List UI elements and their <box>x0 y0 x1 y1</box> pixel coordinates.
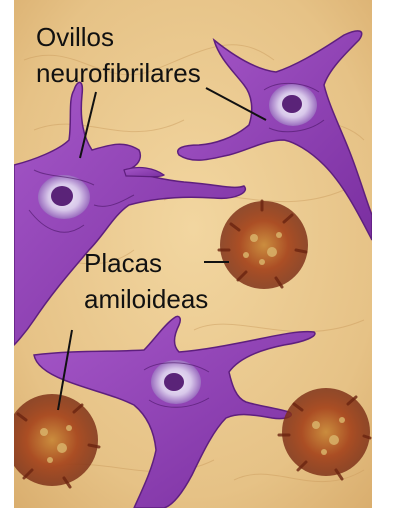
alzheimer-illustration: Ovillos neurofibrilares Placas amiloidea… <box>14 0 372 508</box>
label-tangles-line2: neurofibrilares <box>36 58 201 88</box>
label-plaques-line2: amiloideas <box>84 284 208 314</box>
label-plaques-line1: Placas <box>84 248 162 278</box>
label-tangles-line1: Ovillos <box>36 22 114 52</box>
